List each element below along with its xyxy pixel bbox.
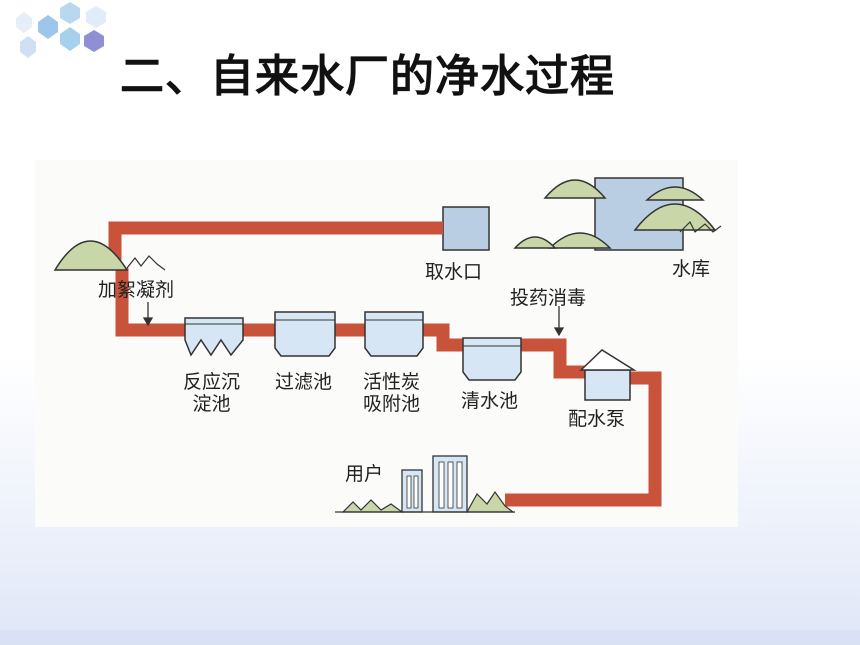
process-diagram-svg xyxy=(53,177,722,513)
sedimentation-label: 反应沉 淀池 xyxy=(183,371,240,415)
slide-title: 二、自来水厂的净水过程 xyxy=(120,51,615,102)
hexagon-icon xyxy=(84,30,104,52)
carbon-tank xyxy=(364,311,424,357)
disinfect-arrow xyxy=(553,306,565,337)
filter-label: 过滤池 xyxy=(275,371,333,393)
coagulant-label: 加絮凝剂 xyxy=(98,279,175,301)
hexagon-icon xyxy=(20,36,36,58)
disinfect-label: 投药消毒 xyxy=(510,287,587,309)
reservoir-label: 水库 xyxy=(672,258,711,280)
hexagon-icon xyxy=(60,2,80,24)
user-buildings xyxy=(335,455,515,513)
carbon-label-line2: 吸附池 xyxy=(363,393,421,415)
users-label: 用户 xyxy=(345,463,384,485)
pipe-network xyxy=(108,221,662,507)
intake-label: 取水口 xyxy=(425,261,483,283)
sedimentation-label-line2: 淀池 xyxy=(192,393,231,415)
hexagon-decoration xyxy=(16,2,106,58)
sedimentation-label-line1: 反应沉 xyxy=(183,371,241,393)
left-hill-illustration xyxy=(53,240,166,271)
sedimentation-tank xyxy=(184,317,244,357)
hexagon-icon xyxy=(60,27,80,51)
pump-house xyxy=(579,349,637,401)
filter-tank xyxy=(274,311,336,357)
clear-water-label: 清水池 xyxy=(461,390,519,412)
carbon-label: 活性炭 吸附池 xyxy=(363,371,420,415)
pump-label: 配水泵 xyxy=(568,408,626,430)
reservoir-illustration xyxy=(513,177,722,251)
hexagon-icon xyxy=(16,12,32,33)
coagulant-arrow xyxy=(142,302,154,327)
hexagon-icon xyxy=(86,6,106,28)
hexagon-icon xyxy=(38,15,58,39)
intake-box xyxy=(442,206,490,251)
clear-water-tank xyxy=(462,337,522,381)
water-treatment-diagram: 取水口 水库 加絮凝剂 投药消毒 反应沉 淀池 过滤池 活性炭 吸附池 清水池 … xyxy=(35,160,738,527)
carbon-label-line1: 活性炭 xyxy=(363,371,421,393)
slide-bottom-bar xyxy=(0,630,860,645)
